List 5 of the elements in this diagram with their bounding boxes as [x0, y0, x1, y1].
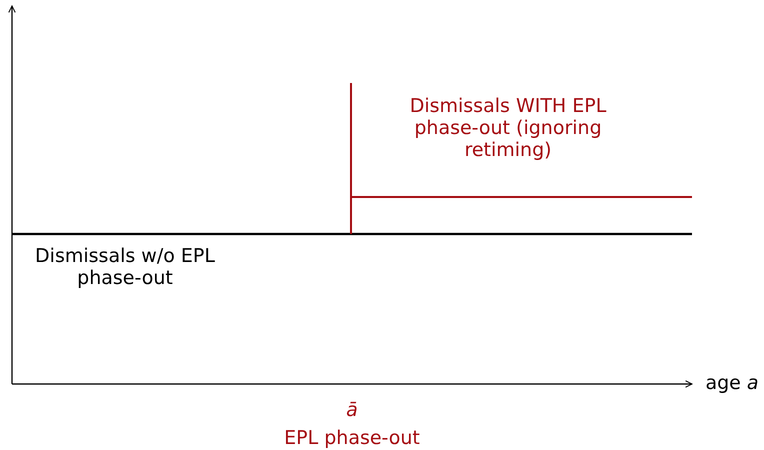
threshold-label: EPL phase-out: [283, 427, 421, 449]
curve-label: Dismissals w/o EPL phase-out: [34, 245, 216, 289]
curve-label: Dismissals WITH EPL phase-out (ignoring retiming): [408, 95, 608, 161]
threshold-label: ā: [345, 399, 359, 421]
axis-label: age a: [704, 372, 760, 394]
